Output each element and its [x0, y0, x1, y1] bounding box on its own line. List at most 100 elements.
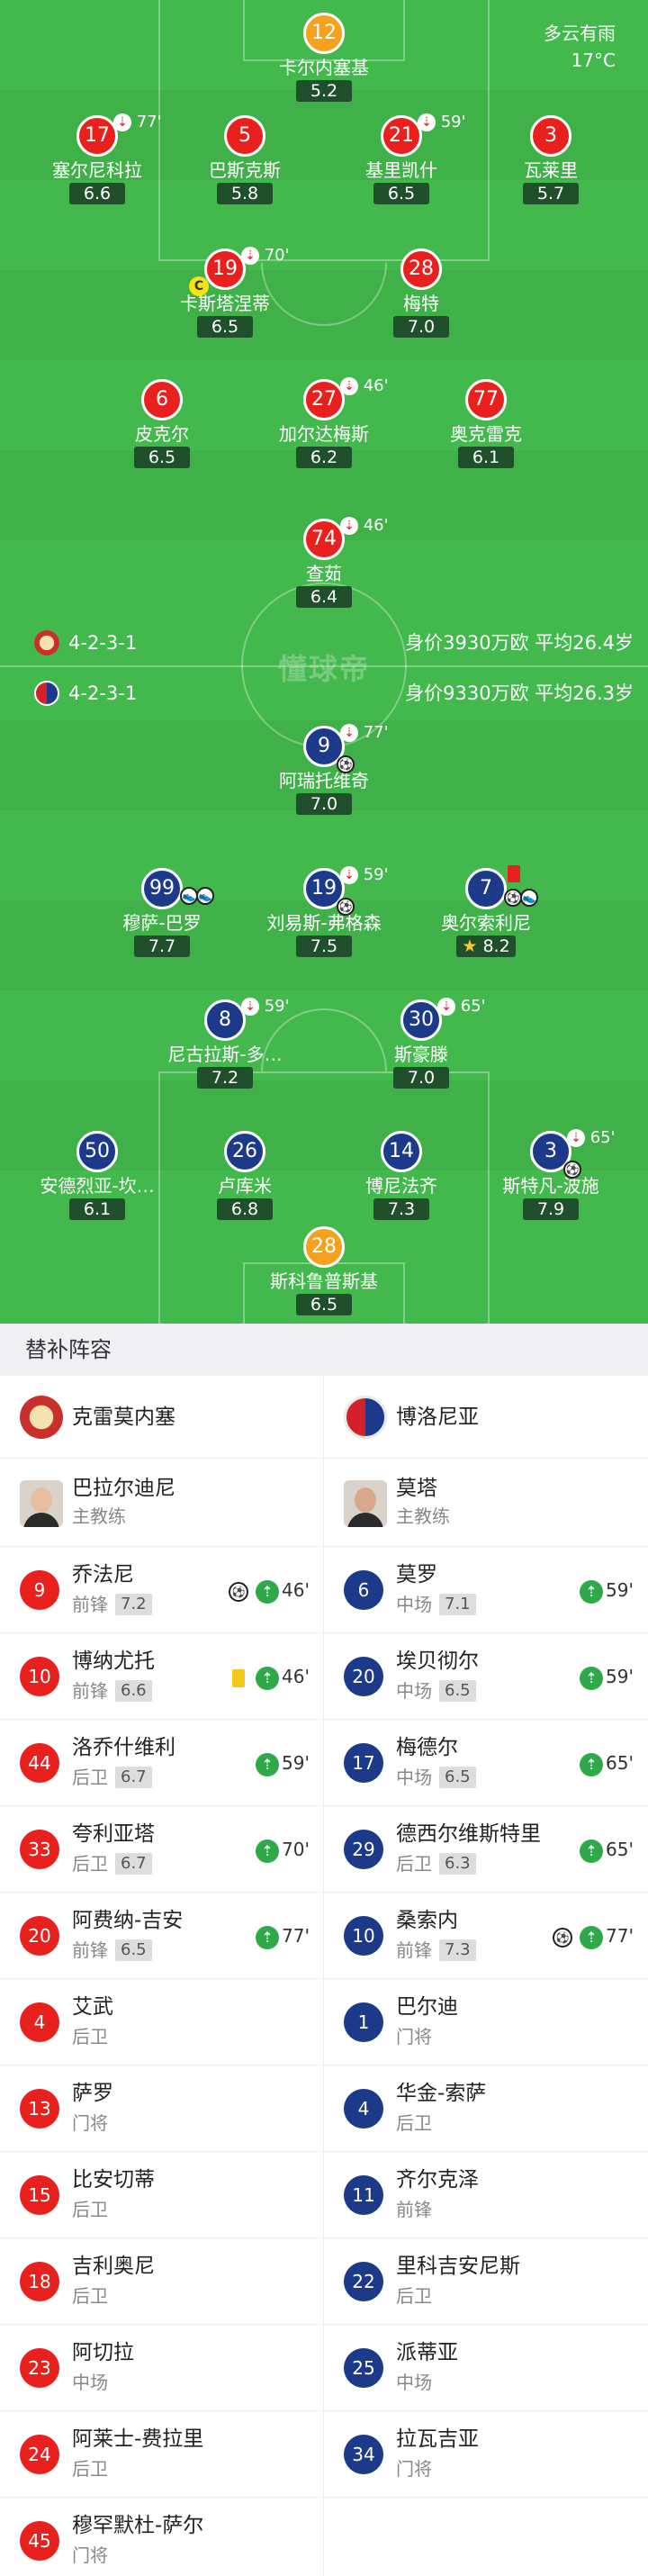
player-rating: 7.2: [197, 1067, 253, 1089]
player-home-27[interactable]: 27 ⇣ 46' 加尔达梅斯 6.2: [234, 376, 414, 468]
home-team-logo-icon: [20, 1396, 63, 1439]
player-number: 28: [400, 249, 442, 290]
sub-number: 10: [20, 1657, 59, 1696]
sub-in-icon: ⇡: [256, 1925, 280, 1949]
player-away-19[interactable]: 19 ⇣ 59' ⚽ 刘易斯-弗格森 7.5: [234, 865, 414, 957]
sub-number: 22: [344, 2262, 383, 2301]
player-away-99[interactable]: 99 👟 👟 穆萨-巴罗 7.7: [72, 868, 252, 957]
sub-in-icon: ⇡: [580, 1839, 604, 1863]
player-home-6[interactable]: 6 皮克尔 6.5: [72, 379, 252, 468]
sub-position: 后卫: [72, 2026, 108, 2047]
player-away-14[interactable]: 14 博尼法齐 7.3: [311, 1131, 491, 1220]
sub-off-marker: ⇣ 59': [241, 997, 290, 1017]
player-name: 皮克尔: [135, 423, 189, 445]
sub-off-marker: ⇣ 65': [437, 997, 486, 1017]
home-coach[interactable]: 巴拉尔迪尼 主教练: [0, 1459, 324, 1547]
goal-ball-icon: ⚽: [563, 1161, 581, 1179]
sub-name: 阿切拉: [72, 2341, 134, 2364]
player-home-12[interactable]: 12 卡尔内塞基 5.2: [234, 13, 414, 102]
player-name: 尼古拉斯-多…: [167, 1044, 283, 1065]
weather-condition: 多云有雨: [544, 23, 616, 44]
player-rating: 6.5: [296, 1294, 352, 1315]
player-home-74[interactable]: 74 ⇣ 46' 查茹 6.4: [234, 516, 414, 608]
home-team-cell[interactable]: 克雷莫内塞: [0, 1376, 324, 1459]
sub-rating: 6.3: [439, 1853, 476, 1875]
player-away-30[interactable]: 30 ⇣ 65' 斯豪滕 7.0: [331, 997, 511, 1089]
player-number: 3: [544, 1140, 557, 1162]
player-rating: 7.9: [523, 1198, 579, 1220]
away-coach[interactable]: 莫塔 主教练: [324, 1459, 648, 1547]
coach-avatar: [344, 1480, 387, 1527]
player-rating: 6.5: [134, 447, 190, 468]
player-away-9[interactable]: 9 ⇣ 77' ⚽ 阿瑞托维奇 7.0: [234, 723, 414, 815]
player-home-21[interactable]: 21 ⇣ 59' 基里凯什 6.5: [311, 113, 491, 204]
player-home-17[interactable]: 17 ⇣ 77' 塞尔尼科拉 6.6: [7, 113, 187, 204]
player-home-5[interactable]: 5 巴斯克斯 5.8: [155, 115, 335, 204]
sub-in-icon: ⇡: [580, 1579, 604, 1604]
coach-name: 莫塔: [396, 1477, 437, 1500]
sub-in-icon: ⇡: [580, 1925, 604, 1949]
sub-name: 乔法尼: [72, 1563, 134, 1586]
sub-position: 后卫: [72, 1767, 108, 1788]
sub-rating: 7.1: [439, 1594, 476, 1615]
sub-in-time: 77': [606, 1925, 634, 1947]
sub-off-marker: ⇣ 46': [340, 376, 389, 396]
player-home-77[interactable]: 77 奥克雷克 6.1: [396, 379, 576, 468]
player-away-7[interactable]: 7 ⚽ 👟 奥尔索利尼 ★ 8.2: [396, 865, 576, 957]
sub-events: ⇡77': [256, 1923, 310, 1949]
player-home-19[interactable]: 19 ⇣ 70' C 卡斯塔涅蒂 6.5: [135, 246, 315, 338]
player-home-3[interactable]: 3 瓦莱里 5.7: [461, 115, 641, 204]
sub-position: 中场: [396, 1767, 432, 1788]
player-away-50[interactable]: 50 安德烈亚-坎… 6.1: [7, 1131, 187, 1220]
sub-events: ⇡65': [580, 1750, 634, 1776]
player-name: 卡尔内塞基: [279, 57, 369, 78]
player-away-8[interactable]: 8 ⇣ 59' 尼古拉斯-多… 7.2: [135, 997, 315, 1089]
sub-in-time: 65': [606, 1839, 634, 1860]
assist-icon: 👟: [196, 887, 214, 905]
yellow-card-icon: [232, 1668, 246, 1687]
player-rating: 7.5: [296, 935, 352, 957]
coach-role: 主教练: [72, 1505, 126, 1527]
sub-position-line: 门将: [396, 2024, 432, 2049]
player-number: 9: [318, 735, 330, 757]
player-rating: 6.2: [296, 447, 352, 468]
sub-position: 中场: [396, 1680, 432, 1702]
sub-number: 20: [344, 1657, 383, 1696]
goal-ball-icon: ⚽: [337, 755, 355, 773]
sub-number: 6: [344, 1570, 383, 1610]
player-away-28[interactable]: 28 斯科鲁普斯基 6.5: [234, 1226, 414, 1315]
sub-position: 前锋: [72, 1680, 108, 1702]
sub-position-line: 中场: [396, 2370, 432, 2395]
away-team-cell[interactable]: 博洛尼亚: [324, 1376, 648, 1459]
sub-in-icon: ⇡: [580, 1666, 604, 1690]
sub-events: ⇡65': [580, 1837, 634, 1863]
player-away-3[interactable]: 3 ⇣ 65' ⚽ 斯特凡-波施 7.9: [461, 1128, 641, 1220]
player-home-28[interactable]: 28 梅特 7.0: [331, 249, 511, 338]
player-away-26[interactable]: 26 卢库米 6.8: [155, 1131, 335, 1220]
player-name: 斯特凡-波施: [502, 1175, 599, 1197]
